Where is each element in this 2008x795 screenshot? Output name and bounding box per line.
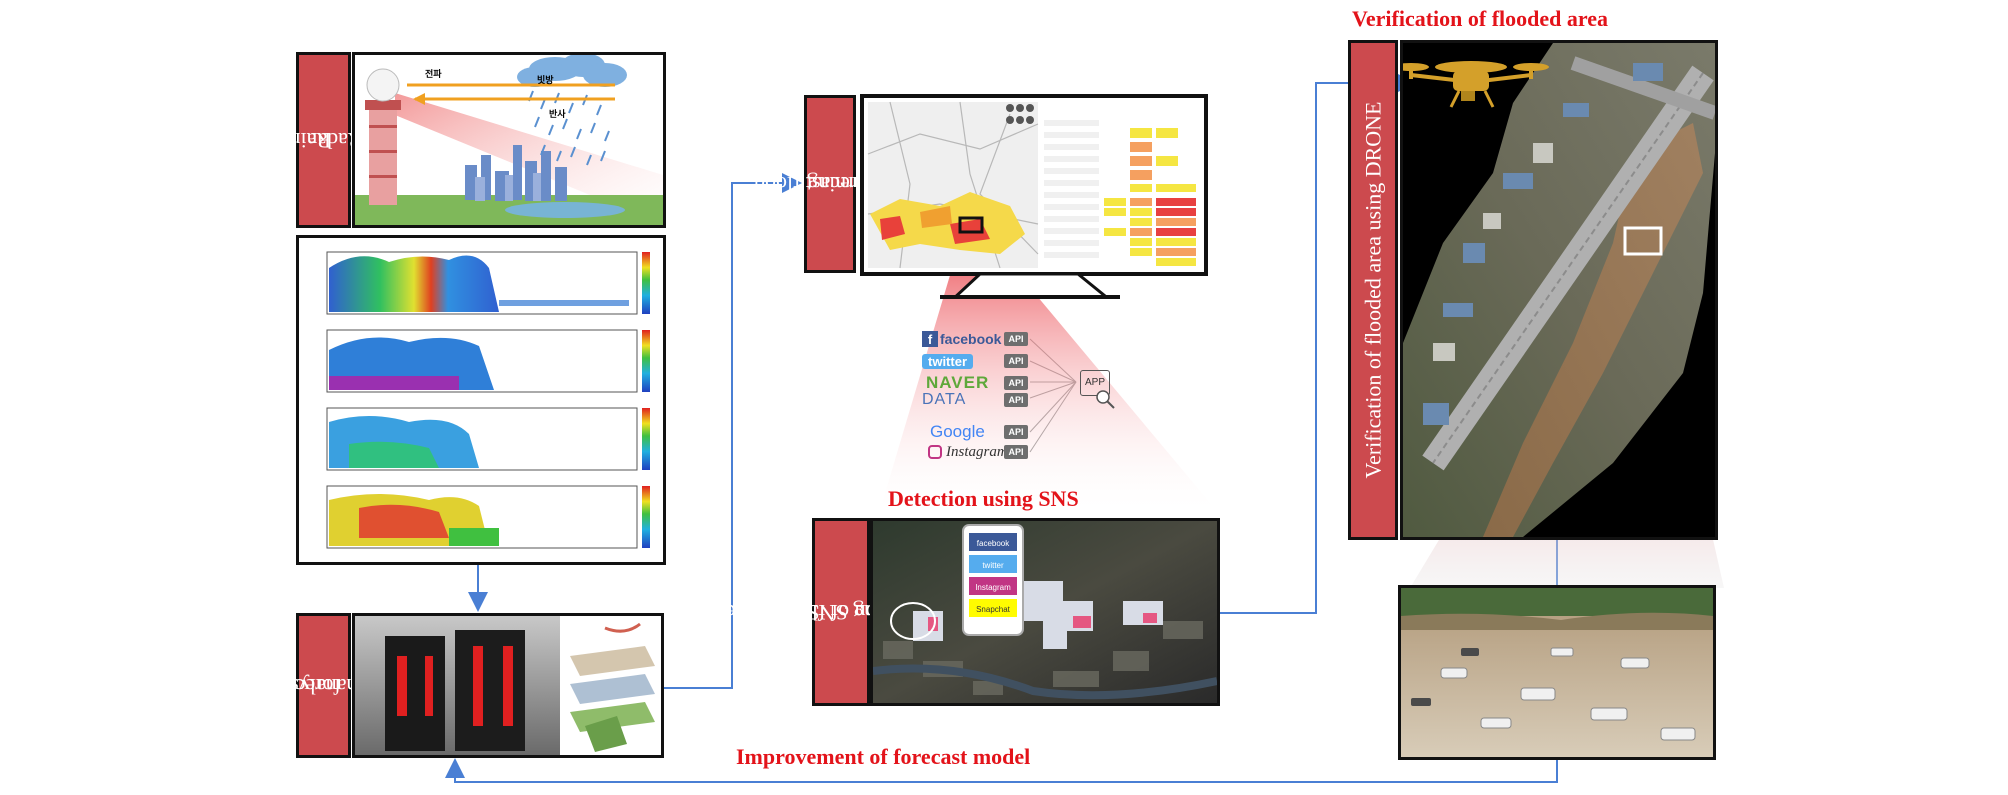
rain-radar-scene: 전파 빗방 반사 bbox=[352, 52, 666, 228]
arrow-improvement-loop bbox=[445, 758, 1558, 783]
sns-google: Google bbox=[922, 422, 985, 442]
sns-naver: NAVER bbox=[922, 373, 989, 393]
sns-instagram: Instagram bbox=[922, 442, 1008, 462]
flood-warning-monitor bbox=[860, 94, 1208, 302]
sns-twitter: twitter bbox=[922, 351, 973, 371]
radar-data-plots bbox=[296, 235, 666, 565]
flood-photo-panel bbox=[1398, 585, 1716, 760]
data-portal-icon: DATA bbox=[922, 391, 967, 408]
radar-text-reflection: 반사 bbox=[549, 108, 566, 119]
title-detection-using-sns: Detection using SNS bbox=[888, 486, 1079, 511]
api-badge-instagram: API bbox=[1004, 445, 1028, 459]
city-aerial-illustration: facebook twitter Instagram Snapchat bbox=[873, 521, 1217, 703]
api-badge-google: API bbox=[1004, 425, 1028, 439]
supercomputer-illustration bbox=[355, 616, 661, 755]
api-badge-data: API bbox=[1004, 393, 1028, 407]
facebook-icon: f bbox=[922, 331, 938, 347]
phone-app-facebook: facebook bbox=[977, 539, 1010, 548]
api-badge-facebook: API bbox=[1004, 332, 1028, 346]
api-badge-twitter: API bbox=[1004, 354, 1028, 368]
magnifier-icon bbox=[1096, 390, 1115, 409]
flooded-street-illustration bbox=[1401, 588, 1713, 757]
sns-data: DATA bbox=[922, 390, 966, 410]
phone-app-twitter: twitter bbox=[982, 561, 1004, 570]
api-badge-naver: API bbox=[1004, 376, 1028, 390]
phone-app-instagram: Instagram bbox=[975, 583, 1011, 592]
drone-aerial-panel bbox=[1400, 40, 1718, 540]
instagram-icon bbox=[928, 445, 942, 459]
google-icon: Google bbox=[930, 422, 985, 441]
app-icon: APP bbox=[1080, 370, 1110, 396]
phone-app-snapchat: Snapchat bbox=[976, 605, 1011, 614]
beam-warning-to-sns bbox=[880, 235, 1216, 510]
plot-4 bbox=[326, 485, 650, 549]
radar-text-raindrop: 빗방 bbox=[537, 74, 554, 85]
label-verification-drone: Verification of flooded area using DRONE bbox=[1348, 40, 1398, 540]
title-improvement-forecast-model: Improvement of forecast model bbox=[736, 744, 1031, 769]
plot-2 bbox=[326, 329, 650, 393]
rain-forecast-panel bbox=[352, 613, 664, 758]
arrow-forecast-to-warning bbox=[660, 173, 802, 689]
drone-icon bbox=[1403, 61, 1549, 108]
radar-plot-stack bbox=[326, 251, 650, 549]
naver-icon: NAVER bbox=[926, 373, 990, 392]
sns-facebook: f facebook bbox=[922, 329, 1001, 349]
radar-illustration: 전파 빗방 반사 bbox=[355, 55, 663, 225]
plot-3 bbox=[326, 407, 650, 471]
sns-detection-city: facebook twitter Instagram Snapchat bbox=[870, 518, 1220, 706]
title-verification: Verification of flooded area bbox=[1352, 6, 1609, 31]
radar-text-wave: 전파 bbox=[425, 68, 442, 79]
drone-aerial-illustration bbox=[1403, 43, 1715, 537]
twitter-icon: twitter bbox=[922, 353, 973, 369]
plot-1 bbox=[326, 251, 650, 315]
